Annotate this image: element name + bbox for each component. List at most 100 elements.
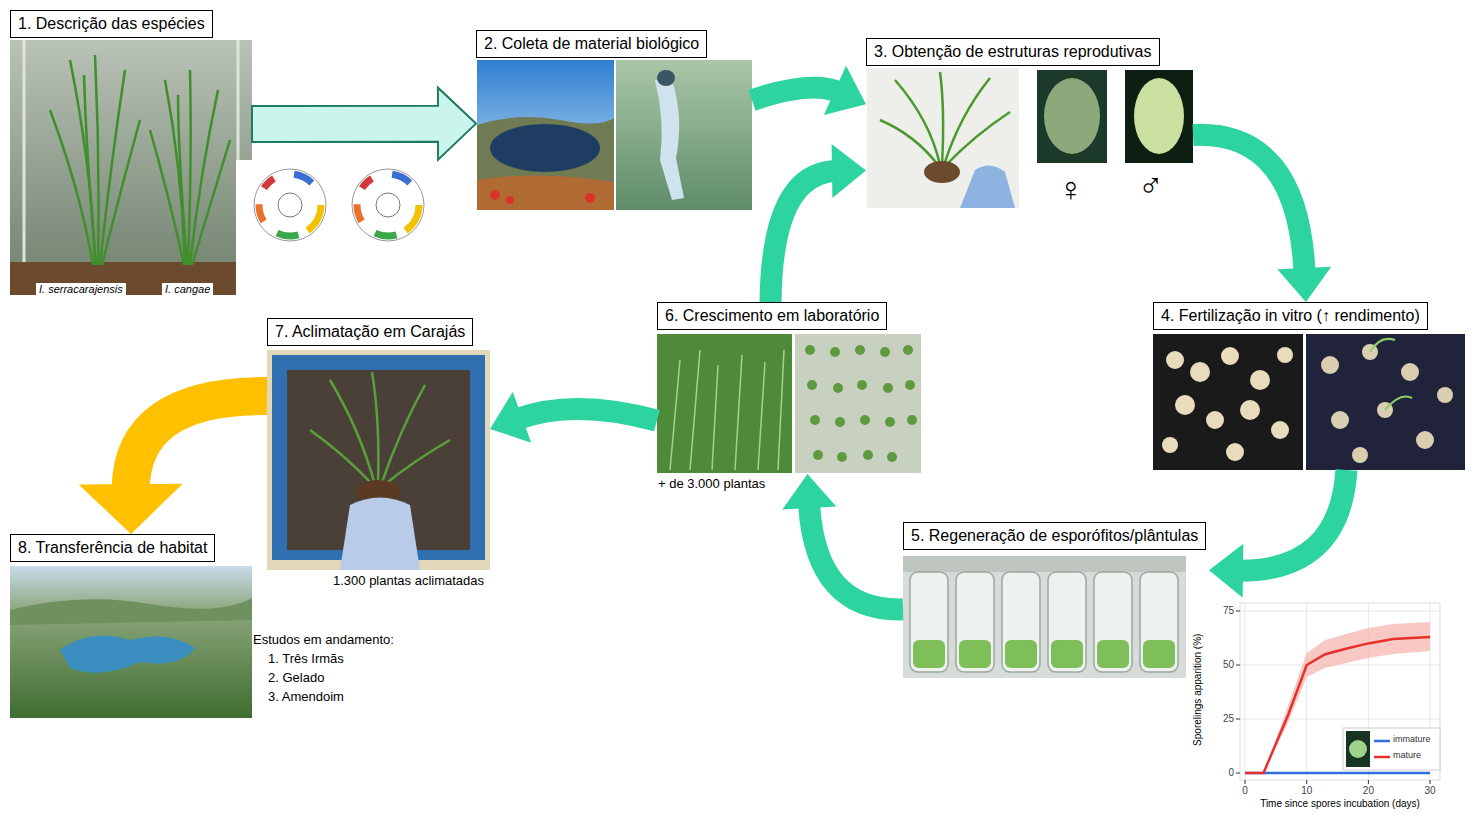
lab-growth-photos-part-part — [860, 415, 870, 425]
genome-maps-part — [278, 193, 302, 217]
genome-maps-part — [259, 174, 321, 236]
lab-growth-photos-part-part — [830, 347, 840, 357]
lab-growth-photos-part-part — [863, 450, 873, 460]
field-photos-part — [477, 175, 614, 210]
field-photos-part — [657, 70, 675, 86]
tick-label: 10 — [1297, 785, 1317, 797]
flow-arrow — [782, 474, 903, 609]
test-tubes-photo-part — [903, 556, 1186, 572]
arrow-shaft — [1238, 470, 1347, 571]
arrow-shaft — [809, 503, 903, 610]
aquarium-photo-part-part — [165, 80, 185, 265]
arrow-shaft — [1193, 135, 1305, 273]
acclimation-tank-photo-part — [310, 372, 450, 485]
lab-growth-photos-part-part — [778, 350, 784, 470]
aquarium-photo-part-part — [100, 70, 125, 265]
step-heading: 4. Fertilização in vitro (↑ rendimento) — [1153, 302, 1428, 330]
step-heading: 7. Aclimatação em Carajás — [267, 318, 473, 346]
test-tubes-photo-part — [913, 640, 1175, 668]
sporeling-chart — [1236, 603, 1440, 784]
plant-photo-part — [1037, 70, 1107, 163]
tick-label: 20 — [1358, 785, 1378, 797]
lab-growth-photos-part — [795, 334, 921, 473]
tick-label: 25 — [1208, 713, 1234, 725]
sporeling-chart-part — [1240, 603, 1440, 780]
spore-photos-part-part — [1226, 443, 1244, 461]
step-heading: 6. Crescimento em laboratório — [657, 302, 887, 330]
genome-maps-part — [376, 193, 400, 217]
sporeling-chart-part-part — [1240, 611, 1440, 612]
sporeling-chart-part-part — [1240, 665, 1440, 666]
lab-growth-photos-part-part — [833, 383, 843, 393]
tick-label: 75 — [1208, 605, 1234, 617]
step-panel: 6. Crescimento em laboratório — [657, 302, 921, 474]
step-panel: 2. Coleta de material biológico — [476, 30, 752, 210]
spore-photos-part-part — [1437, 387, 1453, 403]
field-photos-part — [490, 124, 600, 172]
acclimation-tank-photo-part — [340, 498, 420, 571]
list-item: 3. Amendoim — [268, 690, 344, 705]
sporeling-chart-part — [1343, 728, 1440, 770]
genome-maps-part — [357, 174, 419, 236]
lab-growth-photos-part — [805, 345, 917, 462]
lab-growth-photos-part-part — [880, 347, 890, 357]
count-note: + de 3.000 plantas — [658, 477, 765, 492]
step-panel: 1. Descrição das espécies — [10, 10, 252, 295]
genome-maps-part — [357, 174, 419, 236]
field-photos-part — [616, 60, 752, 210]
aquarium-photo-part — [50, 55, 230, 265]
species-name: I. serracarajensis — [36, 283, 126, 296]
lab-growth-photos-part-part — [855, 345, 865, 355]
field-photos-part — [655, 80, 684, 200]
field-photos-part — [477, 117, 614, 210]
acclimation-tank-photo-part-part — [330, 380, 375, 485]
aquarium-photo-part — [23, 40, 26, 270]
sporeling-chart-part-part — [1306, 780, 1307, 784]
plant-photo-part-part — [944, 78, 990, 165]
spore-photos-part-part — [1321, 356, 1339, 374]
list-item: 1. Três Irmãs — [268, 652, 344, 667]
acclimation-tank-photo-part-part — [310, 430, 373, 485]
test-tubes-photo-part-part — [1143, 640, 1175, 668]
spore-photos-part-part — [1175, 395, 1195, 415]
spore-photos-part — [1321, 344, 1453, 463]
tick-label: 30 — [1420, 785, 1440, 797]
step-panel: 8. Transferência de habitat — [10, 534, 252, 718]
spore-photos-part-part — [1277, 347, 1293, 363]
step-heading: 3. Obtenção de estruturas reprodutivas — [866, 38, 1160, 66]
aquarium-photo-part-part — [70, 60, 95, 265]
sporeling-chart-part — [1245, 637, 1430, 773]
test-tubes-photo-part-part — [913, 640, 945, 668]
step-panel: 4. Fertilização in vitro (↑ rendimento) — [1153, 302, 1465, 470]
field-photos-part — [477, 60, 614, 210]
aquarium-photo-part-part — [95, 55, 99, 265]
genome-maps-part — [254, 169, 326, 241]
test-tubes-photo-part-part — [1097, 640, 1129, 668]
sporeling-chart-part-part — [1236, 773, 1240, 774]
genome-maps-part — [357, 174, 419, 236]
species-name: I. cangae — [162, 283, 213, 296]
spore-photos-part-part — [1250, 370, 1270, 390]
lab-growth-photos-part-part — [712, 365, 718, 470]
plant-photo-part-part — [895, 80, 940, 165]
arrow-head — [832, 144, 866, 198]
spore-photos-part-part — [1240, 400, 1260, 420]
aquarium-photo-part-part — [84, 75, 96, 265]
arrow-head — [782, 474, 836, 509]
arrow-head — [79, 484, 183, 534]
aerial-lake-photo-part — [10, 598, 252, 625]
spore-photos-part-part — [1221, 347, 1239, 365]
genome-maps-part — [259, 174, 321, 236]
test-tubes-photo-part-part — [1051, 640, 1083, 668]
spore-photos-part-part — [1331, 411, 1349, 429]
lab-growth-photos — [657, 334, 921, 473]
spore-photos-part-part — [1206, 411, 1224, 429]
sporeling-chart-part-part — [1306, 603, 1307, 780]
spore-photos-part — [1153, 334, 1303, 470]
lab-growth-photos-part-part — [883, 383, 893, 393]
lab-growth-photos-part-part — [837, 452, 847, 462]
test-tubes-photo-part-part — [1094, 572, 1132, 672]
plant-photo-part-part — [880, 120, 938, 165]
lab-growth-photos-part — [657, 334, 792, 473]
field-photos — [477, 60, 752, 210]
